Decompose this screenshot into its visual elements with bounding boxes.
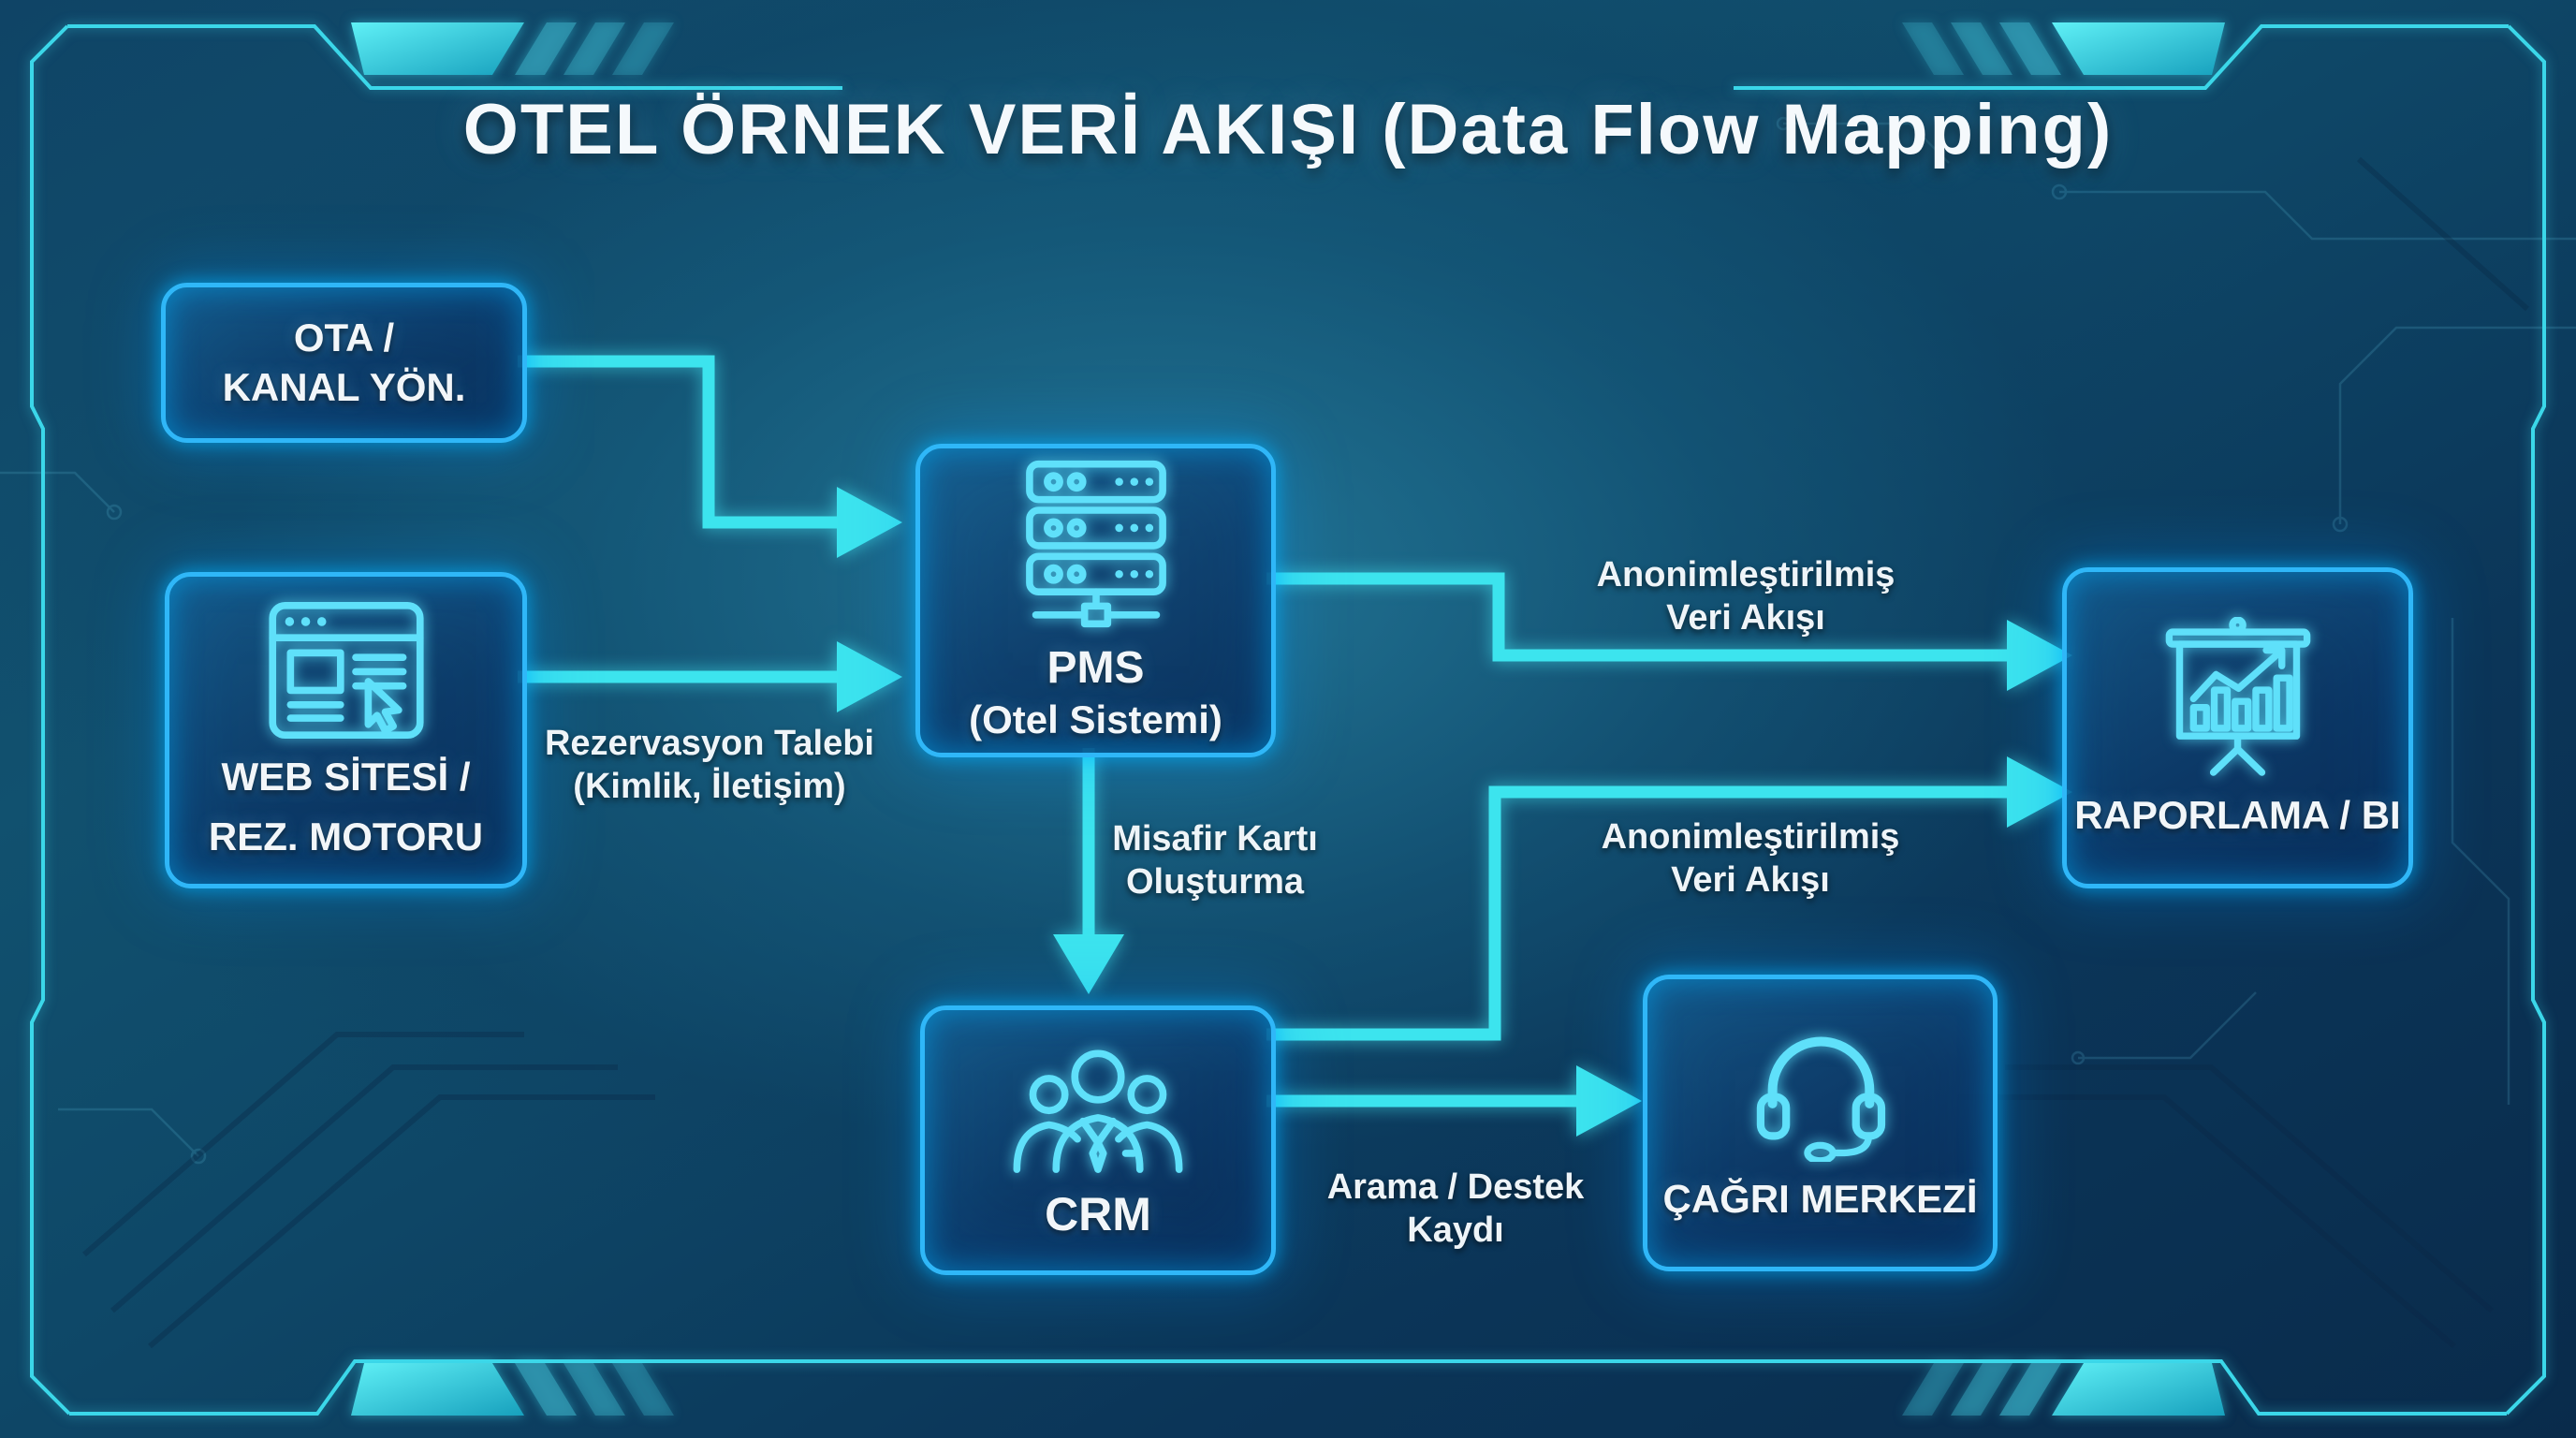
node-cagri-label: ÇAĞRI MERKEZİ	[1662, 1177, 1978, 1222]
node-ota-label-line2: KANAL YÖN.	[222, 364, 466, 409]
edge-label-anonim-bottom-line2: Veri Akışı	[1671, 859, 1830, 900]
headset-icon	[1756, 1036, 1885, 1163]
arrowhead-crm-to-cagri	[1576, 1065, 1642, 1137]
node-raporlama-label: RAPORLAMA / BI	[2074, 793, 2401, 838]
edge-label-arama: Arama / Destek Kaydı	[1193, 1167, 1718, 1252]
people-group-icon	[1013, 1049, 1183, 1173]
edge-label-anonim-top-line2: Veri Akışı	[1666, 597, 1825, 638]
browser-cursor-icon	[268, 601, 424, 739]
node-pms-label-line1: PMS	[1046, 642, 1145, 693]
edge-label-misafir: Misafir Kartı Oluşturma	[953, 818, 1477, 903]
server-stack-icon	[1025, 460, 1166, 627]
node-web-label-line1: WEB SİTESİ /	[221, 754, 471, 799]
edge-label-rezervasyon-line2: (Kimlik, İletişim)	[573, 766, 846, 806]
node-raporlama-bi: RAPORLAMA / BI	[2062, 567, 2413, 888]
edge-label-anonim-bottom: Anonimleştirilmiş Veri Akışı	[1488, 816, 2012, 902]
edge-label-anonim-top-line1: Anonimleştirilmiş	[1596, 555, 1895, 594]
presentation-chart-icon	[2165, 617, 2310, 777]
edge-label-anonim-bottom-line1: Anonimleştirilmiş	[1601, 817, 1900, 857]
edge-label-arama-line2: Kaydı	[1407, 1210, 1504, 1250]
arrowhead-pms-to-crm	[1053, 934, 1124, 994]
arrowhead-web-to-pms	[837, 641, 902, 712]
node-web-sitesi: WEB SİTESİ / REZ. MOTORU	[165, 572, 527, 888]
node-pms: PMS (Otel Sistemi)	[915, 444, 1276, 757]
node-ota-label-line1: OTA /	[293, 315, 395, 360]
node-ota-kanal: OTA / KANAL YÖN.	[161, 283, 527, 443]
edge-label-misafir-line2: Oluşturma	[1125, 861, 1305, 902]
edge-label-arama-line1: Arama / Destek	[1326, 1167, 1585, 1207]
node-web-label-line2: REZ. MOTORU	[208, 814, 484, 858]
edge-label-rezervasyon: Rezervasyon Talebi (Kimlik, İletişim)	[447, 723, 972, 808]
page-title: OTEL ÖRNEK VERİ AKIŞI (Data Flow Mapping…	[462, 89, 2114, 169]
arrow-ota-to-pms	[518, 355, 837, 529]
edge-label-rezervasyon-line1: Rezervasyon Talebi	[544, 724, 874, 763]
node-cagri-merkezi: ÇAĞRI MERKEZİ	[1643, 975, 1998, 1271]
edge-label-anonim-top: Anonimleştirilmiş Veri Akışı	[1484, 554, 2008, 639]
edge-label-misafir-line1: Misafir Kartı	[1112, 819, 1318, 858]
node-crm-label: CRM	[1045, 1187, 1151, 1240]
node-pms-label-line2: (Otel Sistemi)	[969, 697, 1222, 741]
arrowhead-ota-to-pms	[837, 487, 902, 558]
node-crm: CRM	[920, 1005, 1276, 1275]
